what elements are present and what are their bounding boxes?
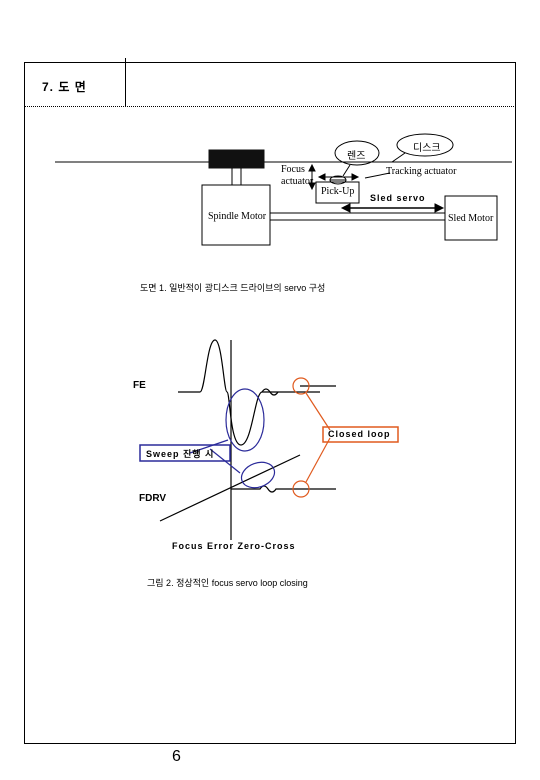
page-number: 6 <box>172 748 181 765</box>
sled-arrow-left <box>340 203 351 213</box>
sled-arrow-right <box>434 203 445 213</box>
fe-waveform <box>178 339 280 446</box>
disc-callout <box>396 133 454 157</box>
page-frame <box>24 62 516 744</box>
closed-loop-box <box>322 426 399 443</box>
figure2-diagram <box>139 339 399 540</box>
section-title: 7. 도 면 <box>42 80 87 94</box>
focus-arrow-down <box>308 182 316 191</box>
pickup-label: Pick-Up <box>321 186 355 197</box>
fdrv-ramp <box>159 454 301 522</box>
tracking-callout <box>364 172 391 179</box>
fdrv-hold <box>231 485 336 493</box>
fe-noise <box>261 388 320 396</box>
spindle-clamp <box>208 149 265 169</box>
lens-callout <box>334 140 380 166</box>
figure1-diagram <box>55 133 512 246</box>
disc-label: 디스크 <box>413 143 441 154</box>
title-divider <box>125 58 126 106</box>
tracking-actuator-label: Tracking actuator <box>386 166 457 177</box>
closed-loop-line-fdrv <box>305 437 331 483</box>
closed-loop-circle-fe <box>292 377 310 395</box>
tracking-arrow-right <box>351 173 360 181</box>
closed-loop-circle-fdrv <box>292 480 310 498</box>
header-divider <box>24 106 516 107</box>
tracking-arrow-left <box>317 173 326 181</box>
figure2-caption: 그림 2. 정상적인 focus servo loop closing <box>147 578 308 588</box>
closed-loop-label: Closed loop <box>328 429 391 439</box>
sweep-oval-fe <box>225 388 265 452</box>
sled-motor-box <box>444 195 498 241</box>
focus-arrow-up <box>308 163 316 172</box>
spindle-motor-box <box>201 184 271 246</box>
disc-callout-tail <box>391 152 406 163</box>
spindle-motor-label: Spindle Motor <box>208 211 267 222</box>
lens-label: 렌즈 <box>347 151 366 162</box>
zero-cross-label: Focus Error Zero-Cross <box>172 541 296 551</box>
sweep-box <box>139 444 231 462</box>
sled-servo-label: Sled servo <box>370 193 426 203</box>
sled-motor-label: Sled Motor <box>448 213 494 224</box>
lens-callout-tail <box>342 164 351 177</box>
fe-label: FE <box>133 380 146 391</box>
sweep-callout-1 <box>189 439 229 454</box>
closed-loop-line-fe <box>305 392 331 431</box>
focus-actuator-label-1: Focus <box>281 164 305 175</box>
sweep-oval-fdrv <box>240 461 276 489</box>
focus-actuator-label-2: actuator <box>281 176 314 187</box>
figure1-caption: 도면 1. 일반적이 광디스크 드라이브의 servo 구성 <box>140 283 326 293</box>
sweep-label: Sweep 진행 시 <box>146 449 215 459</box>
pickup-box <box>315 181 360 204</box>
fdrv-label: FDRV <box>139 493 167 504</box>
